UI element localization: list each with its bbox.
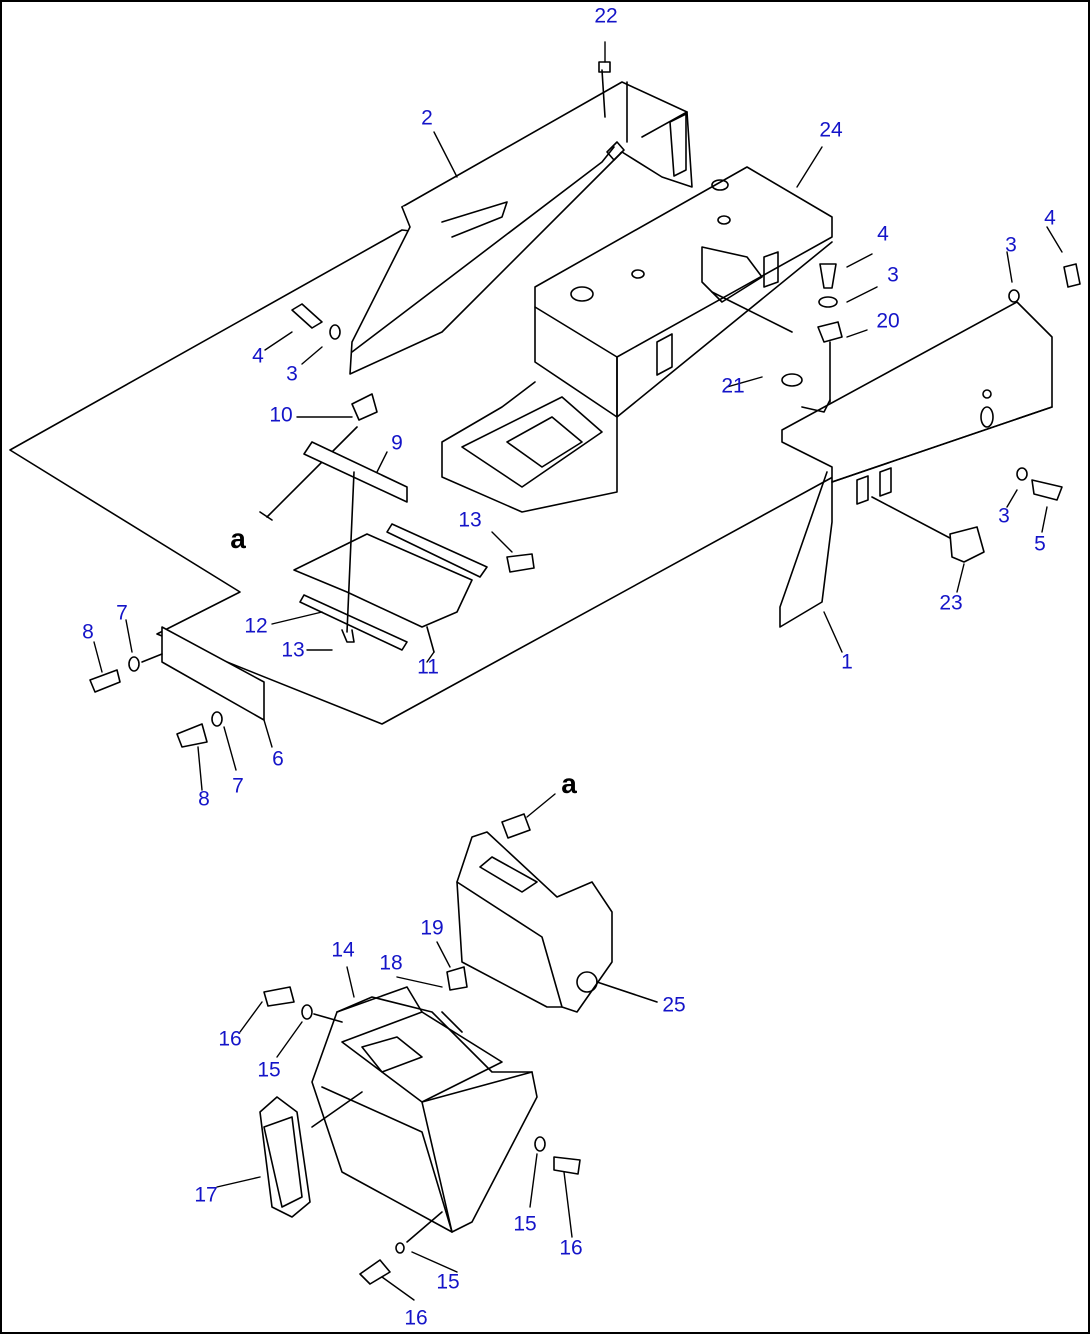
callout-8: 8	[198, 787, 210, 811]
callout-13: 13	[458, 508, 482, 532]
callout-1: 1	[841, 650, 853, 674]
reference-mark-a-upper: a	[230, 523, 246, 554]
callout-3: 3	[286, 362, 298, 386]
part-2-cover	[349, 81, 693, 375]
callout-9: 9	[391, 431, 403, 455]
callout-20: 20	[876, 309, 900, 333]
part-24-frame	[441, 166, 833, 513]
callout-19: 19	[420, 916, 444, 940]
callout-7: 7	[116, 601, 128, 625]
callout-4: 4	[877, 222, 889, 246]
part-17-lens	[259, 1091, 363, 1218]
part-14-case	[311, 966, 538, 1233]
callout-15: 15	[513, 1212, 537, 1236]
callout-3: 3	[887, 263, 899, 287]
callout-12: 12	[244, 614, 268, 638]
callout-5: 5	[1034, 532, 1046, 556]
reference-mark-a-lower: a	[561, 768, 577, 799]
part-23-clip	[949, 526, 985, 563]
callout-24: 24	[819, 118, 843, 142]
callout-17: 17	[194, 1183, 218, 1207]
callout-4: 4	[252, 344, 264, 368]
callout-21: 21	[721, 374, 745, 398]
callout-11: 11	[417, 655, 439, 679]
callout-15: 15	[257, 1058, 281, 1082]
callout-22: 22	[594, 4, 618, 28]
callout-8: 8	[82, 620, 94, 644]
callout-14: 14	[331, 938, 355, 962]
callout-13: 13	[281, 638, 305, 662]
callout-6: 6	[272, 747, 284, 771]
callout-7: 7	[232, 774, 244, 798]
part-1-cover	[779, 301, 1053, 628]
callout-16: 16	[218, 1027, 242, 1051]
callout-18: 18	[379, 951, 403, 975]
callout-16: 16	[404, 1306, 428, 1330]
leader-lines	[93, 41, 1063, 1301]
callout-16: 16	[559, 1236, 583, 1260]
lower-fasteners	[263, 986, 581, 1285]
callout-23: 23	[939, 591, 963, 615]
callout-2: 2	[421, 106, 433, 130]
part-6-plate	[89, 626, 265, 748]
callout-4: 4	[1044, 206, 1056, 230]
callout-3: 3	[1005, 233, 1017, 257]
part-25-bracket	[456, 813, 658, 1013]
parts-9-11-12-plates	[293, 441, 535, 653]
upper-fasteners	[259, 61, 1081, 521]
callout-25: 25	[662, 993, 686, 1017]
callout-10: 10	[269, 403, 293, 427]
callout-15: 15	[436, 1270, 460, 1294]
callout-3: 3	[998, 504, 1010, 528]
